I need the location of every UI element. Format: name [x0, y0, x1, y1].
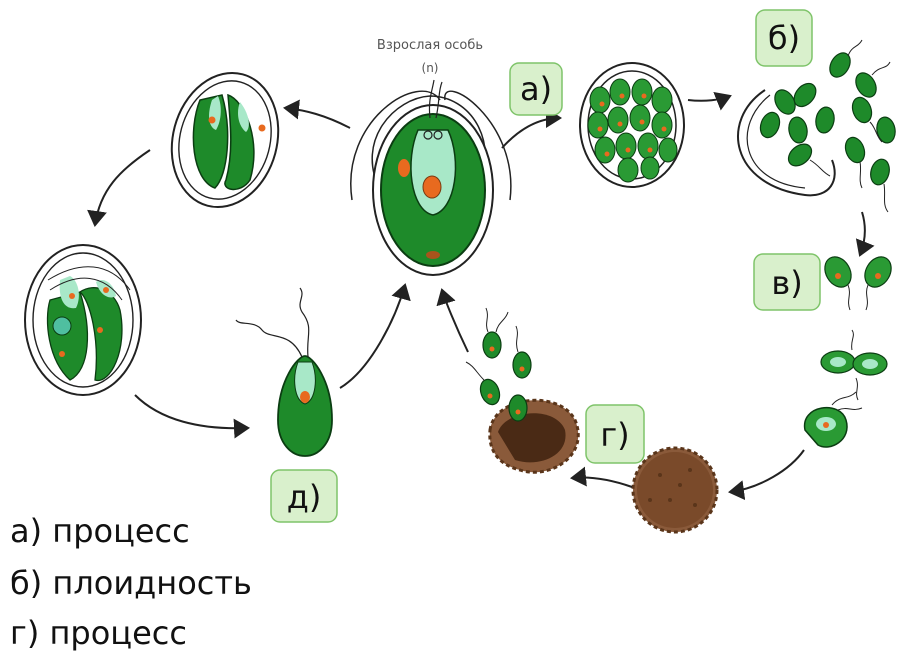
adult-cell: [351, 80, 511, 275]
tag-d-label: д): [287, 478, 322, 516]
zoospore-d: [236, 288, 332, 456]
tag-a-label: а): [520, 70, 552, 108]
tag-g: г): [586, 405, 644, 463]
dividing-cell-4: [25, 245, 141, 395]
dividing-cell-2: [157, 61, 293, 219]
adult-ploidy-text: (n): [422, 61, 439, 75]
tag-a: а): [510, 63, 562, 115]
tag-d: д): [271, 470, 337, 522]
legend-line-g: г) процесс: [10, 614, 187, 652]
tag-v-label: в): [771, 264, 802, 302]
adult-title-text: Взрослая особь: [377, 38, 483, 53]
tag-b: б): [756, 10, 812, 66]
plasmogamy: [821, 330, 887, 400]
tag-b-label: б): [768, 19, 800, 57]
legend-line-a: а) процесс: [10, 512, 190, 550]
germinating-zygote: [466, 308, 578, 472]
planozygote: [805, 392, 862, 447]
zygote: [633, 448, 717, 532]
tag-v: в): [754, 254, 820, 310]
legend-line-b: б) плоидность: [10, 564, 252, 602]
zoosporangium: [580, 63, 684, 187]
tag-g-label: г): [600, 416, 629, 454]
gametes: [820, 252, 897, 310]
